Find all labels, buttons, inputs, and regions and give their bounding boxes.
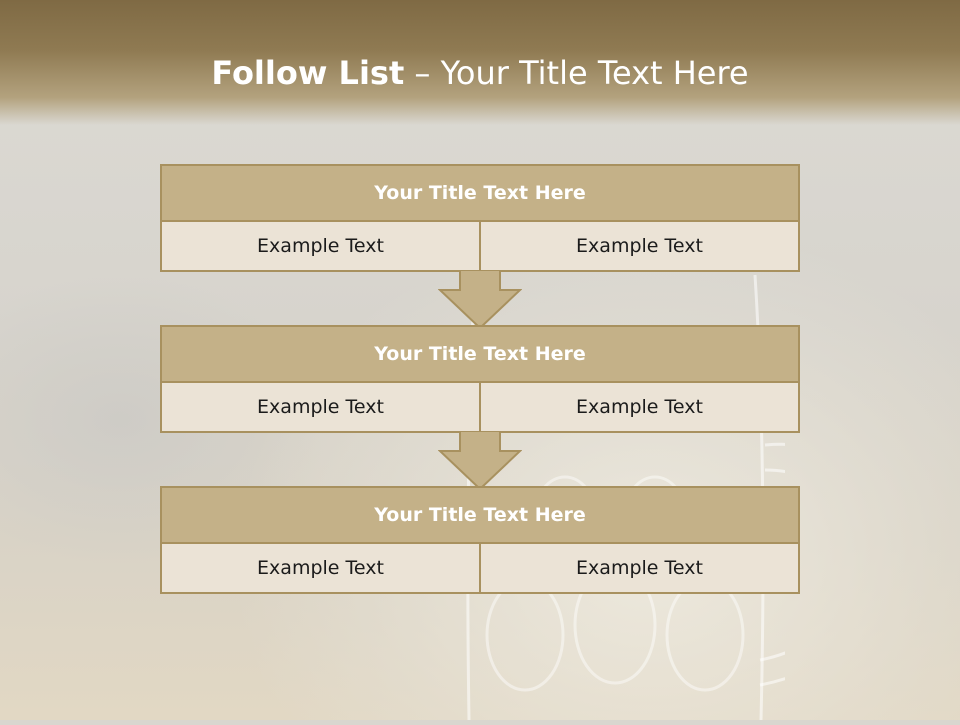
step-block-2: Your Title Text Here Example Text Exampl… xyxy=(160,325,800,433)
step-cell-left: Example Text xyxy=(257,557,384,579)
step-row: Example Text Example Text xyxy=(162,222,798,270)
step-row: Example Text Example Text xyxy=(162,544,798,592)
top-band xyxy=(0,0,960,125)
step-cell-right: Example Text xyxy=(479,222,798,270)
down-arrow-icon xyxy=(438,431,522,491)
step-heading: Your Title Text Here xyxy=(162,327,798,383)
step-cell-left: Example Text xyxy=(257,396,384,418)
slide-title: Follow List – Your Title Text Here xyxy=(0,54,960,92)
slide-title-bold: Follow List xyxy=(211,54,405,92)
step-heading: Your Title Text Here xyxy=(162,488,798,544)
step-heading: Your Title Text Here xyxy=(162,166,798,222)
slide-title-rest: – Your Title Text Here xyxy=(404,54,749,92)
step-block-3: Your Title Text Here Example Text Exampl… xyxy=(160,486,800,594)
step-row: Example Text Example Text xyxy=(162,383,798,431)
step-cell-right: Example Text xyxy=(479,544,798,592)
step-cell-left: Example Text xyxy=(257,235,384,257)
down-arrow-icon xyxy=(438,270,522,330)
step-block-1: Your Title Text Here Example Text Exampl… xyxy=(160,164,800,272)
step-cell-right: Example Text xyxy=(479,383,798,431)
